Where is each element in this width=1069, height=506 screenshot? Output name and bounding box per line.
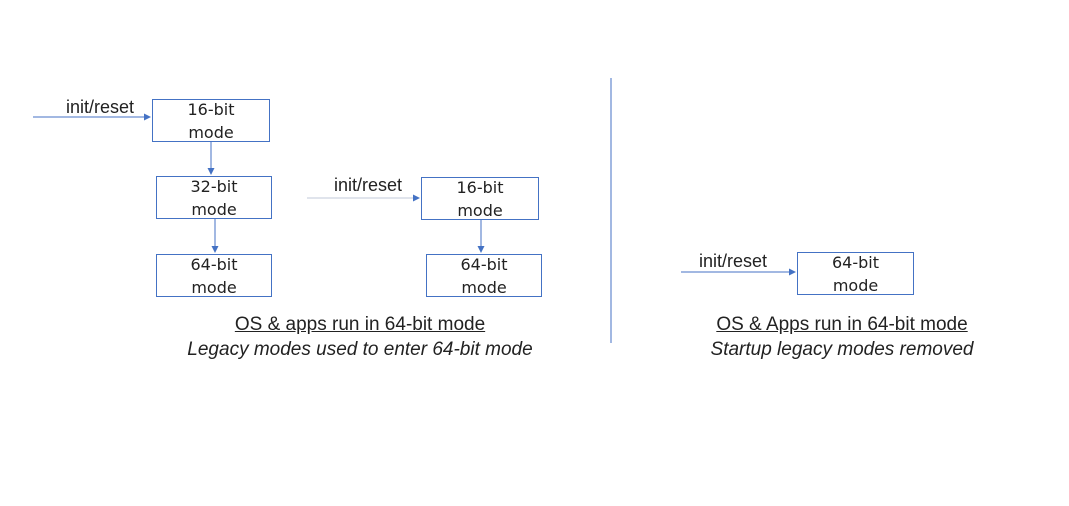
box-64bit-label-flow1: 64-bit mode: [190, 254, 238, 297]
left-caption-title: OS & apps run in 64-bit mode: [234, 314, 486, 335]
box-16bit-mode-flow2: 16-bit mode: [421, 177, 539, 220]
box-32bit-label-flow1: 32-bit mode: [190, 176, 238, 219]
right-caption-subtitle: Startup legacy modes removed: [710, 339, 974, 360]
box-16bit-mode-flow1: 16-bit mode: [152, 99, 270, 142]
left-caption-subtitle: Legacy modes used to enter 64-bit mode: [187, 339, 533, 360]
init-reset-label-flow1: init/reset: [66, 97, 135, 117]
box-64bit-label-flow2: 64-bit mode: [460, 254, 508, 297]
box-16bit-label-flow2: 16-bit mode: [456, 177, 504, 220]
box-64bit-mode-right: 64-bit mode: [797, 252, 914, 295]
box-64bit-label-right: 64-bit mode: [831, 252, 879, 295]
init-reset-label-flow2: init/reset: [334, 175, 403, 195]
box-32bit-mode-flow1: 32-bit mode: [156, 176, 272, 219]
init-reset-label-right: init/reset: [699, 251, 768, 271]
box-16bit-label-flow1: 16-bit mode: [187, 99, 235, 142]
box-64bit-mode-flow1: 64-bit mode: [156, 254, 272, 297]
right-caption-title: OS & Apps run in 64-bit mode: [716, 314, 968, 335]
box-64bit-mode-flow2: 64-bit mode: [426, 254, 542, 297]
